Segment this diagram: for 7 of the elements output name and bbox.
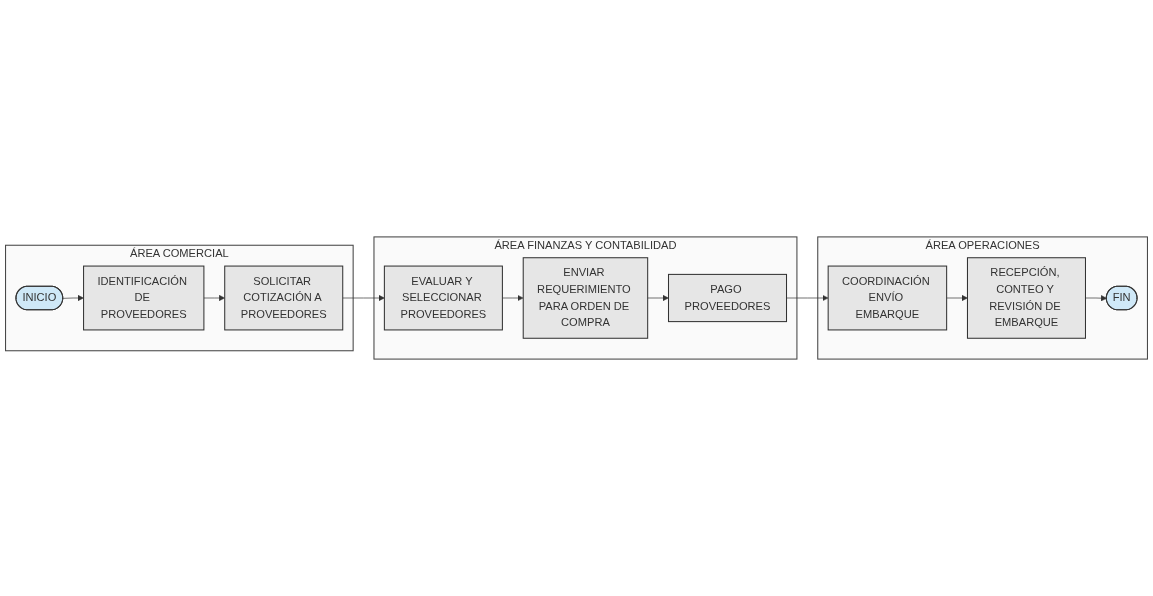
node-box: ENVIAR REQUERIMIENTO PARA ORDEN DE COMPRA [522, 257, 649, 339]
node-box: SOLICITAR COTIZACIÓN A PROVEEDORES [224, 265, 344, 331]
node-box: EVALUAR Y SELECCIONAR PROVEEDORES [383, 265, 503, 331]
node-box: IDENTIFICACIÓN DE PROVEEDORES [83, 265, 205, 331]
node-box: COORDINACIÓN ENVÍO EMBARQUE [827, 265, 948, 331]
node-box: RECEPCIÓN, CONTEO Y REVISIÓN DE EMBARQUE [966, 257, 1086, 339]
node-box: PAGO PROVEEDORES [668, 273, 788, 323]
